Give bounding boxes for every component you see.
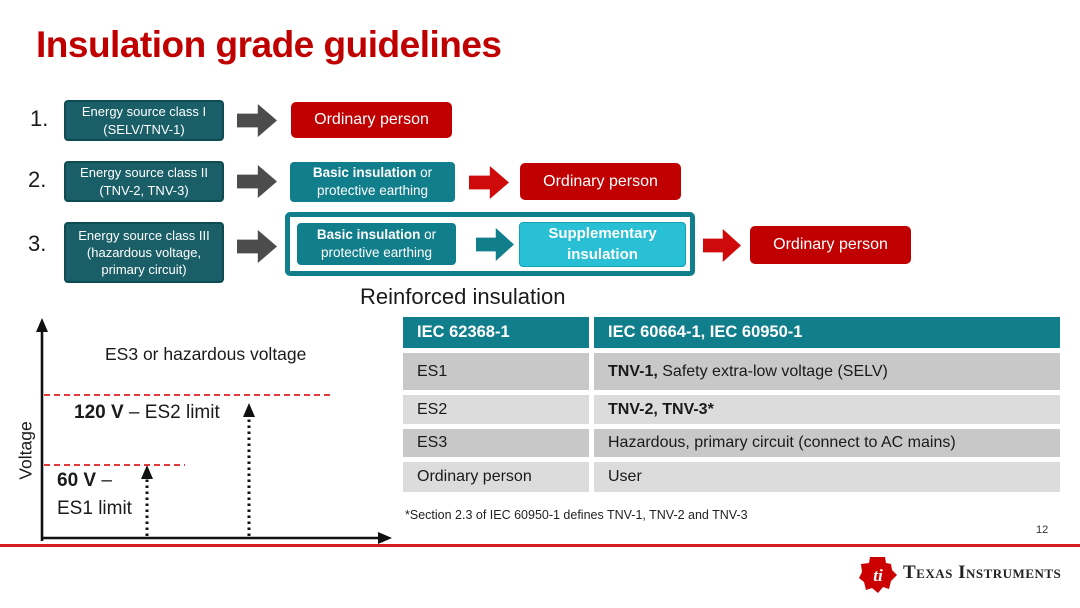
supplementary-insulation-box: Supplementary insulation <box>519 222 686 267</box>
svg-text:ti: ti <box>873 566 883 585</box>
table-footnote: *Section 2.3 of IEC 60950-1 defines TNV-… <box>405 508 748 522</box>
source-line: (SELV/TNV-1) <box>103 121 185 137</box>
basic-insulation-box-row2: Basic insulation or protective earthing <box>290 162 455 202</box>
basic-insulation-bold: Basic insulation <box>316 226 421 242</box>
es3-region-label: ES3 or hazardous voltage <box>105 344 307 364</box>
table-row: ES2 TNV-2, TNV-3* <box>403 395 1060 424</box>
source-line: primary circuit) <box>101 262 187 278</box>
ordinary-person-box-1: Ordinary person <box>291 102 452 138</box>
arrow-right-icon <box>237 104 277 137</box>
table-cell-desc: Hazardous, primary circuit (connect to A… <box>594 429 1060 457</box>
iec-comparison-table: IEC 62368-1 IEC 60664-1, IEC 60950-1 ES1… <box>403 317 1060 497</box>
arrow-right-icon <box>237 230 277 263</box>
basic-insulation-bold: Basic insulation <box>312 164 417 180</box>
protective-earthing-line: protective earthing <box>320 245 433 260</box>
table-header-cell: IEC 60664-1, IEC 60950-1 <box>594 317 1060 348</box>
ordinary-person-box-3: Ordinary person <box>750 226 911 264</box>
table-row: ES1 TNV-1, Safety extra-low voltage (SEL… <box>403 353 1060 390</box>
basic-insulation-or: or <box>420 226 437 242</box>
supplementary-line: Supplementary <box>548 225 657 243</box>
source-line: Energy source class I <box>81 104 207 120</box>
arrow-right-icon <box>469 166 509 199</box>
source-line: (TNV-2, TNV-3) <box>99 182 189 198</box>
source-line: (hazardous voltage, <box>86 244 202 260</box>
ti-logo-icon: ti <box>859 557 897 593</box>
table-cell-desc: User <box>594 462 1060 492</box>
brand-wordmark: Texas Instruments <box>903 562 1062 583</box>
es1-limit-label: 60 V – ES1 limit <box>57 470 132 519</box>
page-number: 12 <box>1036 524 1049 536</box>
table-row: Ordinary person User <box>403 462 1060 492</box>
table-row: ES3 Hazardous, primary circuit (connect … <box>403 429 1060 457</box>
table-header-row: IEC 62368-1 IEC 60664-1, IEC 60950-1 <box>403 317 1060 348</box>
table-header-cell: IEC 62368-1 <box>403 317 589 348</box>
table-cell-desc: TNV-1, Safety extra-low voltage (SELV) <box>594 353 1060 390</box>
reinforced-insulation-label: Reinforced insulation <box>360 284 566 309</box>
arrow-right-icon <box>703 229 741 262</box>
y-axis-label: Voltage <box>15 421 36 480</box>
voltage-axes-chart <box>36 318 392 544</box>
source-line: Energy source class II <box>80 165 208 181</box>
energy-source-class2-box: Energy source class II (TNV-2, TNV-3) <box>64 161 224 202</box>
footer-divider <box>0 544 1080 547</box>
ordinary-person-box-2: Ordinary person <box>520 163 681 200</box>
page-title: Insulation grade guidelines <box>36 24 502 65</box>
row2-number: 2. <box>28 167 47 192</box>
table-cell-term: ES2 <box>403 395 589 424</box>
table-cell-term: Ordinary person <box>403 462 589 492</box>
row1-number: 1. <box>30 106 49 131</box>
arrow-right-icon <box>237 165 277 198</box>
energy-source-class1-box: Energy source class I (SELV/TNV-1) <box>64 100 224 141</box>
table-cell-desc: TNV-2, TNV-3* <box>594 395 1060 424</box>
supplementary-line: insulation <box>567 245 638 263</box>
basic-insulation-or: or <box>416 164 433 180</box>
protective-earthing-line: protective earthing <box>316 183 429 198</box>
table-cell-term: ES1 <box>403 353 589 390</box>
es2-limit-label: 120 V – ES2 limit <box>74 402 220 423</box>
basic-insulation-box-row3: Basic insulation or protective earthing <box>297 223 456 265</box>
table-cell-term: ES3 <box>403 429 589 457</box>
energy-source-class3-box: Energy source class III (hazardous volta… <box>64 222 224 283</box>
row3-number: 3. <box>28 231 47 256</box>
source-line: Energy source class III <box>78 227 210 243</box>
